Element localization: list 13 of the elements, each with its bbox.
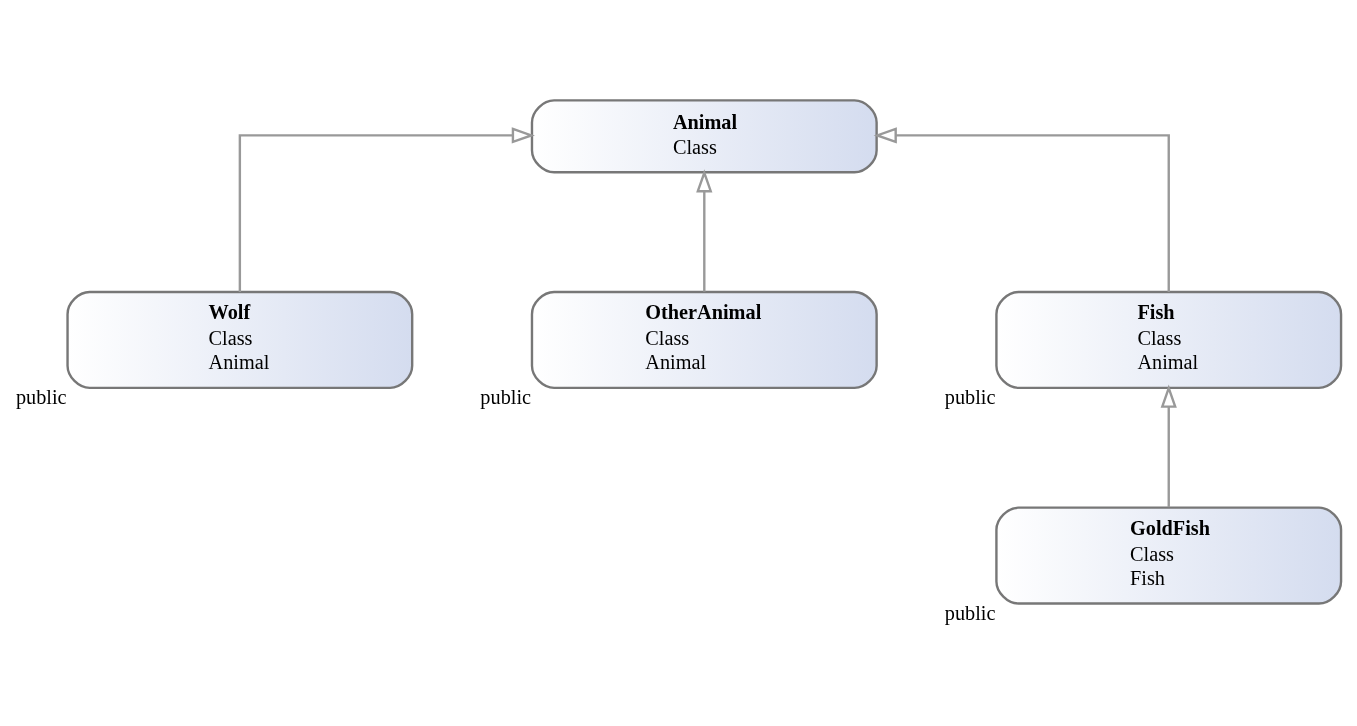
node-box: Fish Class Animal <box>995 290 1343 390</box>
node-label: public <box>480 386 532 409</box>
node-box: GoldFish Class Fish <box>995 506 1343 605</box>
node-label: public <box>944 386 996 409</box>
arrow <box>696 169 713 292</box>
arrow <box>873 127 1170 292</box>
node-box: Animal Class <box>530 99 878 174</box>
node-label: public <box>944 601 996 624</box>
arrow <box>1160 384 1177 508</box>
node-label: public <box>15 386 67 409</box>
arrow <box>238 127 535 292</box>
node-box: OtherAnimal Class Animal <box>530 290 878 390</box>
node-box: Wolf Class Animal <box>66 290 414 390</box>
